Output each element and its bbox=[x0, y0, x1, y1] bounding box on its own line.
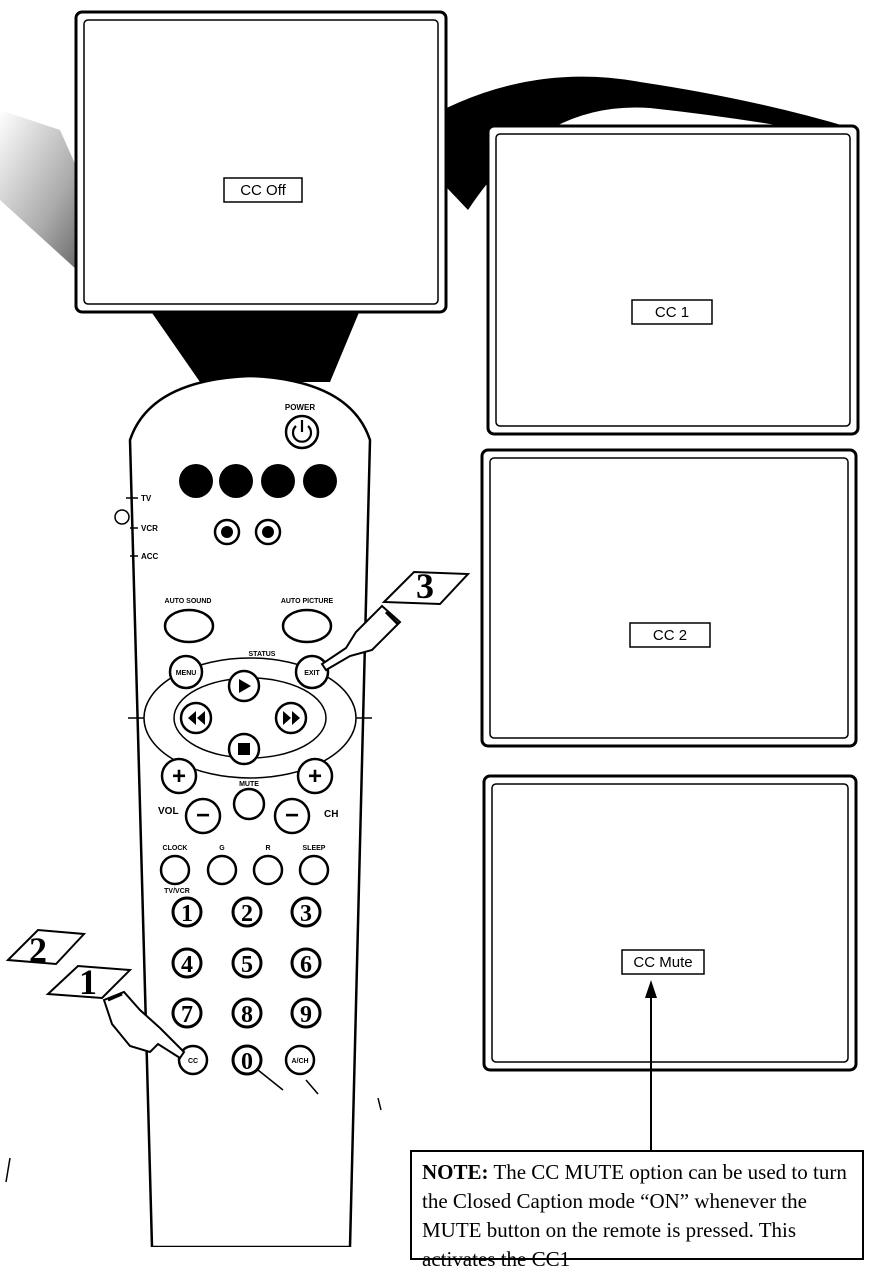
power-label: POWER bbox=[285, 403, 315, 412]
mute-button[interactable] bbox=[234, 789, 264, 819]
auto-sound-label: AUTO SOUND bbox=[165, 598, 212, 605]
vol-label: VOL bbox=[158, 806, 179, 817]
screen-cc-mute: CC Mute bbox=[484, 776, 856, 1070]
mute-label: MUTE bbox=[239, 781, 259, 788]
tv-vcr-label: TV/VCR bbox=[164, 888, 190, 895]
cc-button-label: CC bbox=[188, 1058, 198, 1065]
plus-icon: + bbox=[308, 763, 322, 790]
auto-picture-button[interactable] bbox=[283, 610, 331, 642]
scan-mark bbox=[6, 1158, 10, 1182]
black-button-1[interactable] bbox=[179, 464, 213, 498]
step-2-label: 2 bbox=[29, 930, 47, 970]
screen-label-cc2: CC 2 bbox=[653, 627, 687, 644]
g-button[interactable] bbox=[208, 856, 236, 884]
r-button[interactable] bbox=[254, 856, 282, 884]
scan-mark bbox=[378, 1098, 381, 1110]
digit-3-label: 3 bbox=[300, 901, 312, 927]
ach-label: A/CH bbox=[291, 1058, 308, 1065]
minus-icon: − bbox=[285, 802, 299, 829]
digit-0-label: 0 bbox=[241, 1049, 253, 1075]
digit-7-label: 7 bbox=[181, 1002, 193, 1028]
digit-9-label: 9 bbox=[300, 1002, 312, 1028]
mode-switch[interactable] bbox=[115, 510, 129, 524]
screen-cc1: CC 1 bbox=[488, 126, 858, 434]
screen-cc-off: CC Off bbox=[76, 12, 446, 312]
black-button-2[interactable] bbox=[219, 464, 253, 498]
smiley-icon bbox=[262, 526, 274, 538]
black-button-3[interactable] bbox=[261, 464, 295, 498]
sleep-button[interactable] bbox=[300, 856, 328, 884]
remote-beam bbox=[150, 310, 360, 382]
step-3-label: 3 bbox=[416, 566, 434, 606]
digit-8-label: 8 bbox=[241, 1002, 253, 1028]
auto-sound-button[interactable] bbox=[165, 610, 213, 642]
plus-icon: + bbox=[172, 763, 186, 790]
sleep-label: SLEEP bbox=[303, 845, 326, 852]
step-1-label: 1 bbox=[79, 962, 97, 1002]
mode-acc-label: ACC bbox=[141, 552, 159, 561]
screen-label-off: CC Off bbox=[240, 182, 286, 199]
screen-label-cc1: CC 1 bbox=[655, 304, 689, 321]
menu-label: MENU bbox=[176, 670, 197, 677]
smiley-icon bbox=[221, 526, 233, 538]
digit-2-label: 2 bbox=[241, 901, 253, 927]
auto-picture-label: AUTO PICTURE bbox=[281, 598, 334, 605]
r-label: R bbox=[265, 845, 270, 852]
remote-control: POWER TV VCR ACC AUTO SOUND AUTO PICTURE… bbox=[115, 376, 372, 1247]
ch-label: CH bbox=[324, 809, 338, 820]
note-heading: NOTE: bbox=[422, 1160, 489, 1184]
cc-diagram: CC Off CC 1 CC 2 CC Mute POWER bbox=[0, 0, 870, 1247]
screen-label-mute: CC Mute bbox=[633, 954, 692, 971]
clock-label: CLOCK bbox=[163, 845, 188, 852]
minus-icon: − bbox=[196, 802, 210, 829]
digit-5-label: 5 bbox=[241, 952, 253, 978]
status-label: STATUS bbox=[249, 651, 276, 658]
digit-4-label: 4 bbox=[181, 952, 193, 978]
number-pad: 1 2 3 4 5 6 7 8 9 bbox=[173, 898, 320, 1028]
digit-1-label: 1 bbox=[181, 901, 193, 927]
exit-label: EXIT bbox=[304, 670, 320, 677]
stop-icon bbox=[238, 743, 250, 755]
screen-cc2: CC 2 bbox=[482, 450, 856, 746]
clock-button[interactable] bbox=[161, 856, 189, 884]
mode-vcr-label: VCR bbox=[141, 524, 158, 533]
note-box: NOTE: The CC MUTE option can be used to … bbox=[410, 1150, 864, 1260]
black-button-4[interactable] bbox=[303, 464, 337, 498]
g-label: G bbox=[219, 845, 225, 852]
digit-6-label: 6 bbox=[300, 952, 312, 978]
mode-tv-label: TV bbox=[141, 494, 152, 503]
